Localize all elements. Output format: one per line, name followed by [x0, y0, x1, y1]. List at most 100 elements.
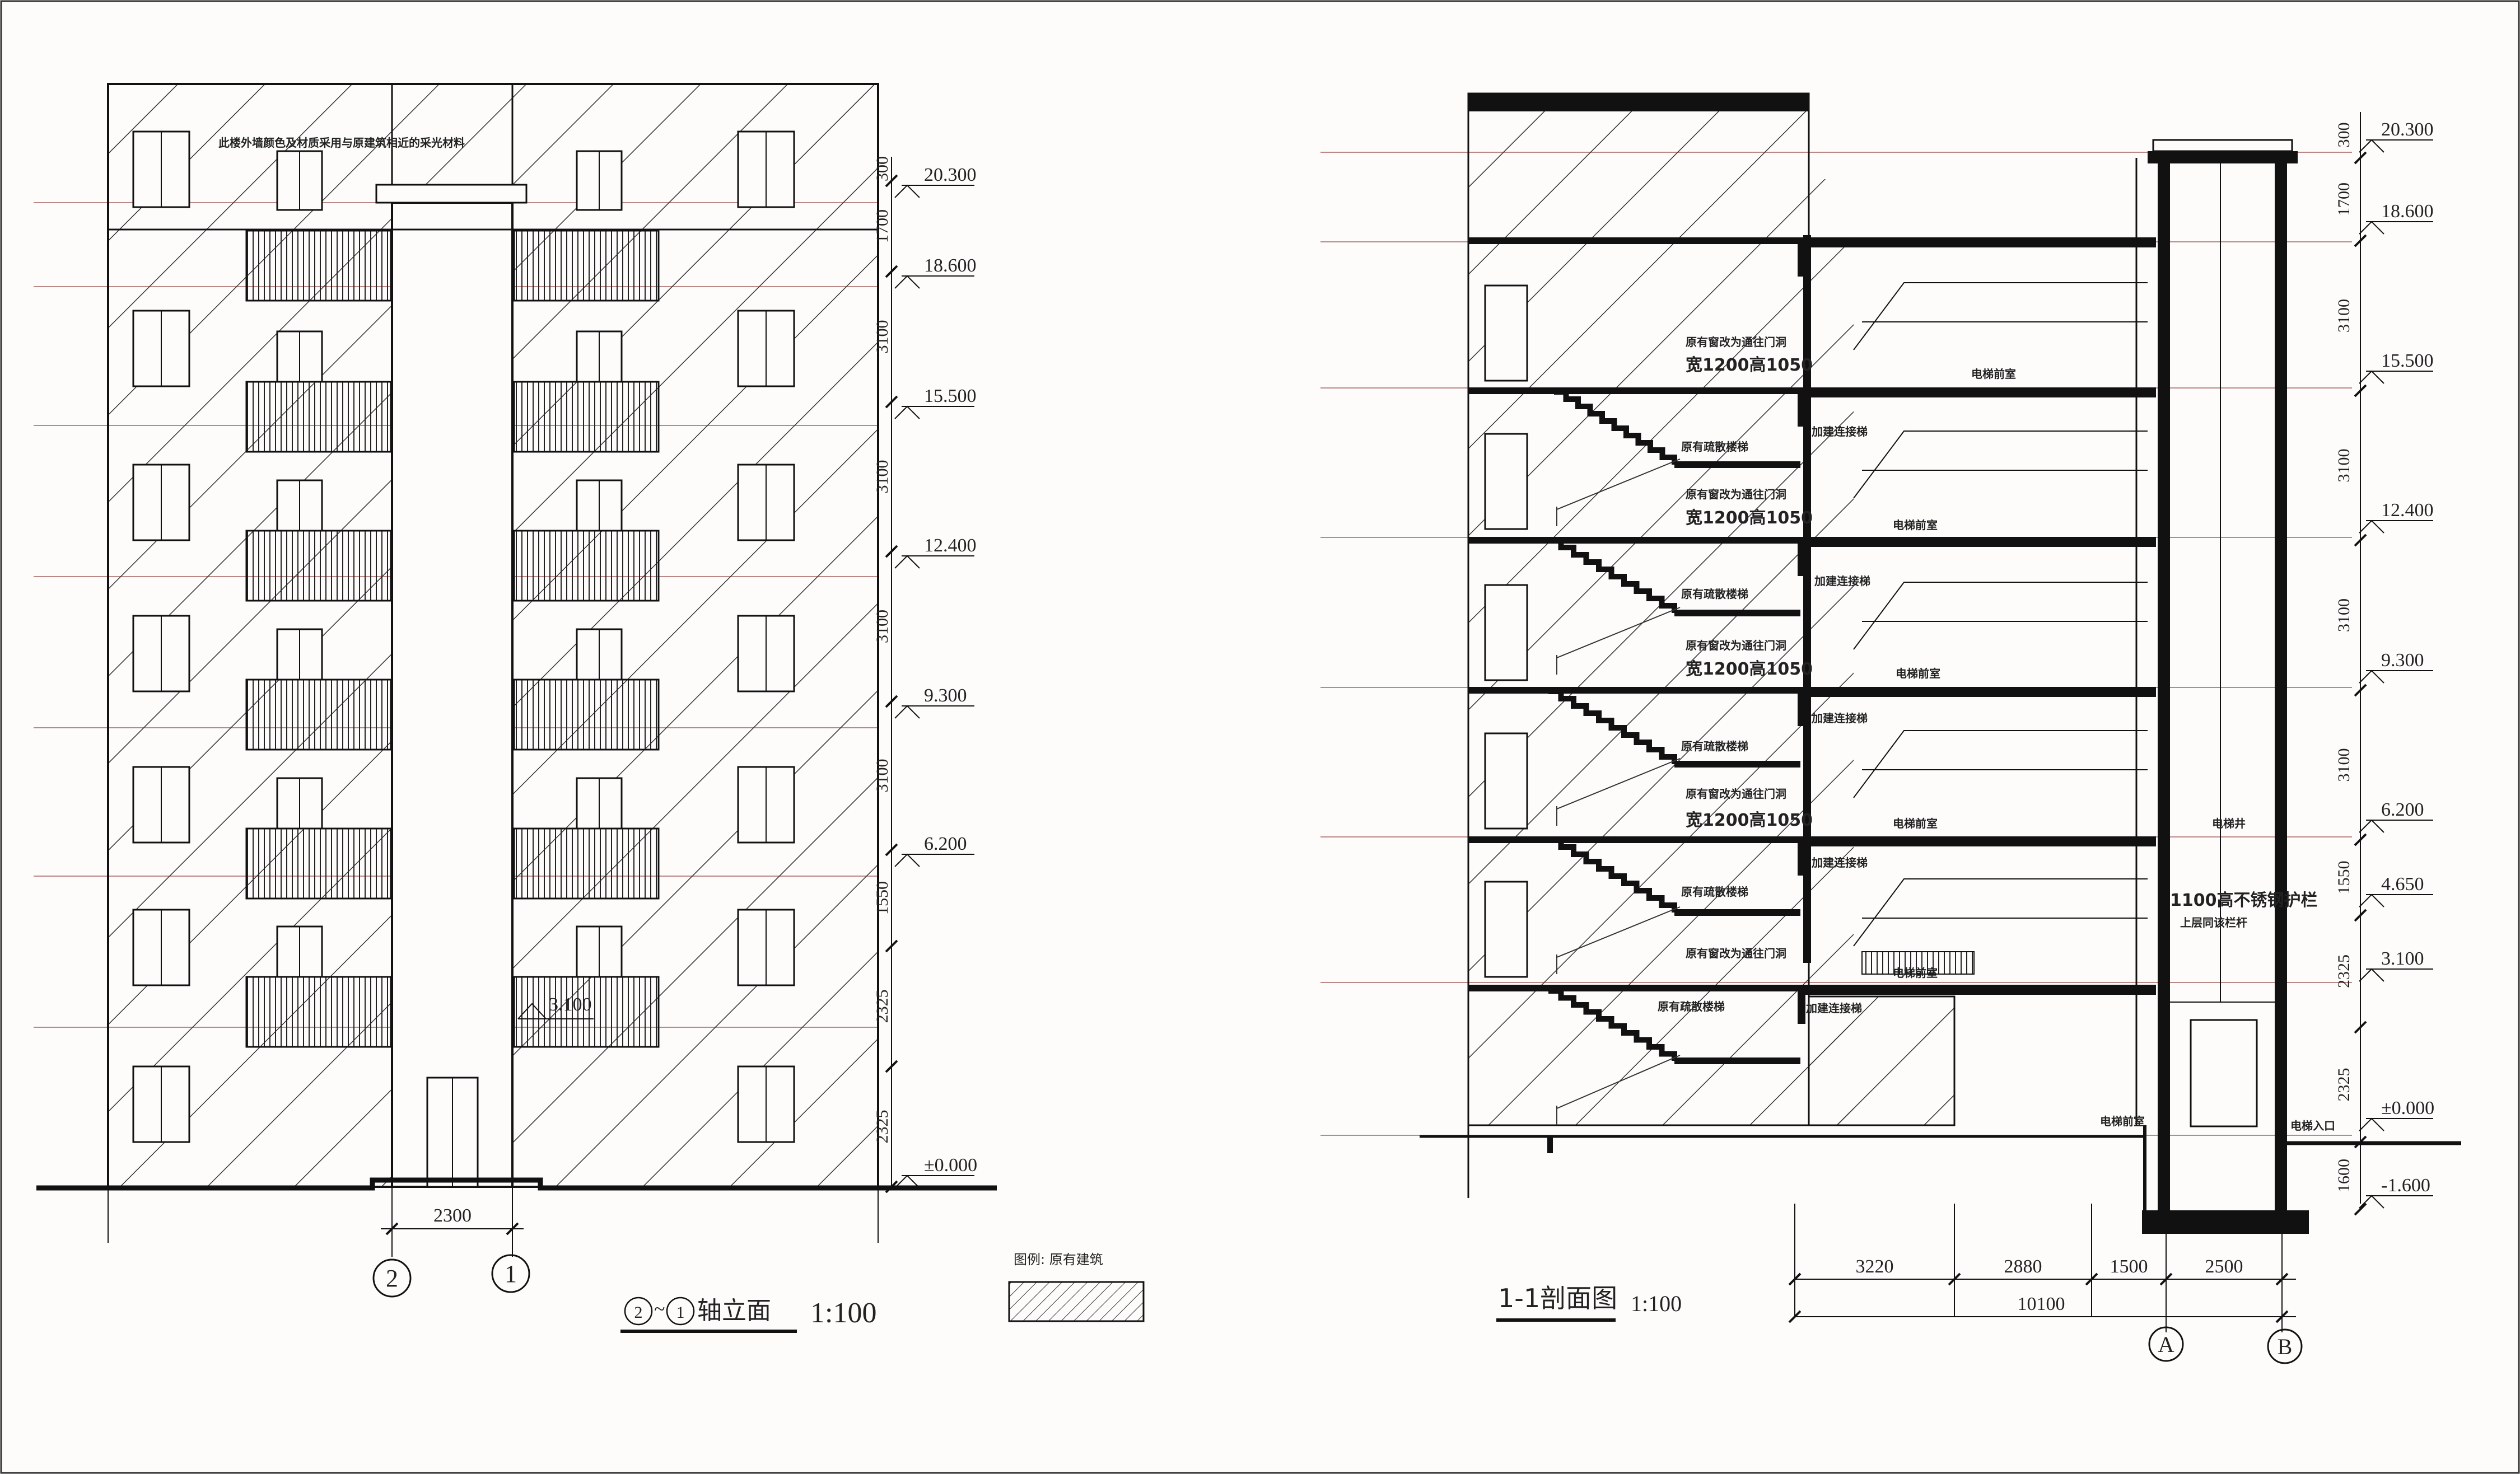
dim-text: 1600 — [2335, 1159, 2353, 1192]
balcony-railing — [513, 827, 660, 900]
section-note: 加建连接梯 — [1805, 1002, 1862, 1015]
dim-tick — [2354, 384, 2367, 397]
axis-marker-1 — [491, 1254, 530, 1293]
dim-tick — [885, 1180, 898, 1194]
level-text: 15.500 — [2381, 350, 2434, 371]
dim-tick — [885, 545, 898, 558]
balcony-railing — [513, 976, 660, 1048]
dim-tick — [885, 174, 898, 188]
section-scale: 1:100 — [1631, 1291, 1682, 1316]
section-note: 原有窗改为通往门洞 — [1686, 488, 1786, 501]
dim-tick — [885, 265, 898, 278]
section-note: 原有疏散楼梯 — [1681, 587, 1748, 601]
legend-swatch — [1008, 1281, 1145, 1322]
level-text: 3.100 — [2381, 948, 2424, 969]
new-slab — [1798, 836, 2156, 846]
level-text: -1.600 — [2381, 1175, 2430, 1196]
legend-label: 图例: 原有建筑 — [1014, 1252, 1103, 1267]
dim-tick — [2275, 1272, 2289, 1286]
new-slab — [1798, 985, 2156, 995]
section-note: 原有窗改为通往门洞 — [1686, 639, 1786, 652]
stair-section — [1548, 389, 1800, 1125]
dim-tick — [1788, 1272, 1802, 1286]
lift-shaft-wall-right — [2275, 158, 2287, 1210]
stair-flight — [1548, 837, 1677, 913]
roof-edge — [1853, 582, 2148, 650]
elevation-scale: 1:100 — [810, 1297, 876, 1329]
level-text: 6.200 — [924, 834, 967, 854]
section-note: 加建连接梯 — [1811, 856, 1868, 869]
axis-marker-b — [2267, 1328, 2303, 1364]
section-note: 宽1200高1050 — [1686, 355, 1813, 375]
balcony-railing — [245, 976, 392, 1048]
elevation-title: 轴立面 — [697, 1297, 771, 1325]
level-text: 18.600 — [924, 255, 977, 276]
level-text: 12.400 — [2381, 500, 2434, 521]
axis-label-b: B — [2278, 1334, 2293, 1359]
cornice — [375, 184, 528, 204]
dim-2300: 2300 — [433, 1205, 472, 1226]
section-note: 电梯前室 — [1893, 518, 1938, 532]
balcony-railing — [513, 678, 660, 751]
roof-edge — [1853, 430, 2148, 499]
axis-marker-2 — [372, 1258, 412, 1298]
balcony-railing — [245, 230, 392, 302]
balcony-railing — [245, 678, 392, 751]
dim-text: 3100 — [2335, 598, 2353, 632]
level-text: 20.300 — [924, 165, 977, 185]
level-text: 12.400 — [924, 535, 977, 556]
balcony-railing — [245, 381, 392, 453]
balcony-railing — [513, 530, 660, 602]
lift-pit — [2142, 1210, 2309, 1234]
dim-text: 3220 — [1856, 1256, 1894, 1277]
ground-line — [36, 1177, 997, 1191]
dim-tick — [885, 1060, 898, 1073]
section-note: 宽1200高1050 — [1686, 659, 1813, 679]
facade-note: 此楼外墙颜色及材质采用与原建筑相近的采光材料 — [218, 136, 465, 149]
dim-text: 1500 — [2110, 1256, 2148, 1277]
lift-hall-railing — [1861, 951, 1975, 975]
dim-text: 2325 — [2335, 1068, 2353, 1102]
dim-text: 1700 — [873, 209, 892, 243]
new-slab — [1798, 237, 2156, 247]
lift-roof — [2148, 151, 2298, 163]
title-tilde: ~ — [654, 1298, 665, 1320]
level-text: 20.300 — [2381, 119, 2434, 140]
dim-tick — [2354, 234, 2367, 247]
level-text: 9.300 — [924, 685, 967, 706]
dim-text: 3100 — [2335, 299, 2353, 333]
title-axis-1: 1 — [676, 1303, 685, 1322]
existing-window — [1484, 584, 1528, 681]
dim-tick — [885, 939, 898, 953]
dim-text: 3100 — [2335, 748, 2353, 782]
dim-text: 1550 — [2335, 861, 2353, 895]
stair-return — [1556, 458, 1681, 510]
axis-label-2: 2 — [386, 1265, 398, 1292]
section-note: 加建连接梯 — [1811, 712, 1868, 725]
dim-tick — [2354, 1021, 2367, 1034]
railings — [1853, 282, 2148, 975]
balcony-railing — [245, 827, 392, 900]
dim-text: 2325 — [2335, 954, 2353, 988]
axis-marker-a — [2148, 1326, 2184, 1362]
stair-flight — [1554, 389, 1677, 465]
dim-text: 2500 — [2205, 1256, 2243, 1277]
dim-total: 10100 — [2018, 1294, 2065, 1314]
section-note: 原有窗改为通往门洞 — [1686, 947, 1786, 960]
existing-slab — [1468, 237, 1801, 244]
section-note: 原有疏散楼梯 — [1681, 885, 1748, 899]
level-text: ±0.000 — [2381, 1098, 2434, 1119]
level-text: 15.500 — [924, 386, 977, 406]
balcony-railing — [245, 530, 392, 602]
roof-edge — [1853, 730, 2148, 798]
existing-slab — [1468, 985, 1801, 991]
section-note: 原有窗改为通往门洞 — [1686, 787, 1786, 801]
axis-label-1: 1 — [505, 1260, 517, 1288]
dim-tick — [2354, 684, 2367, 697]
elevation-view: 2300 2 1 此楼外墙颜色及材质采用与原建筑相近的采光材料 30017003… — [34, 83, 997, 1333]
section-note: 原有疏散楼梯 — [1681, 740, 1748, 753]
section-notes: 原有窗改为通往门洞宽1200高1050原有疏散楼梯加建连接梯原有窗改为通往门洞宽… — [1658, 335, 2335, 1133]
